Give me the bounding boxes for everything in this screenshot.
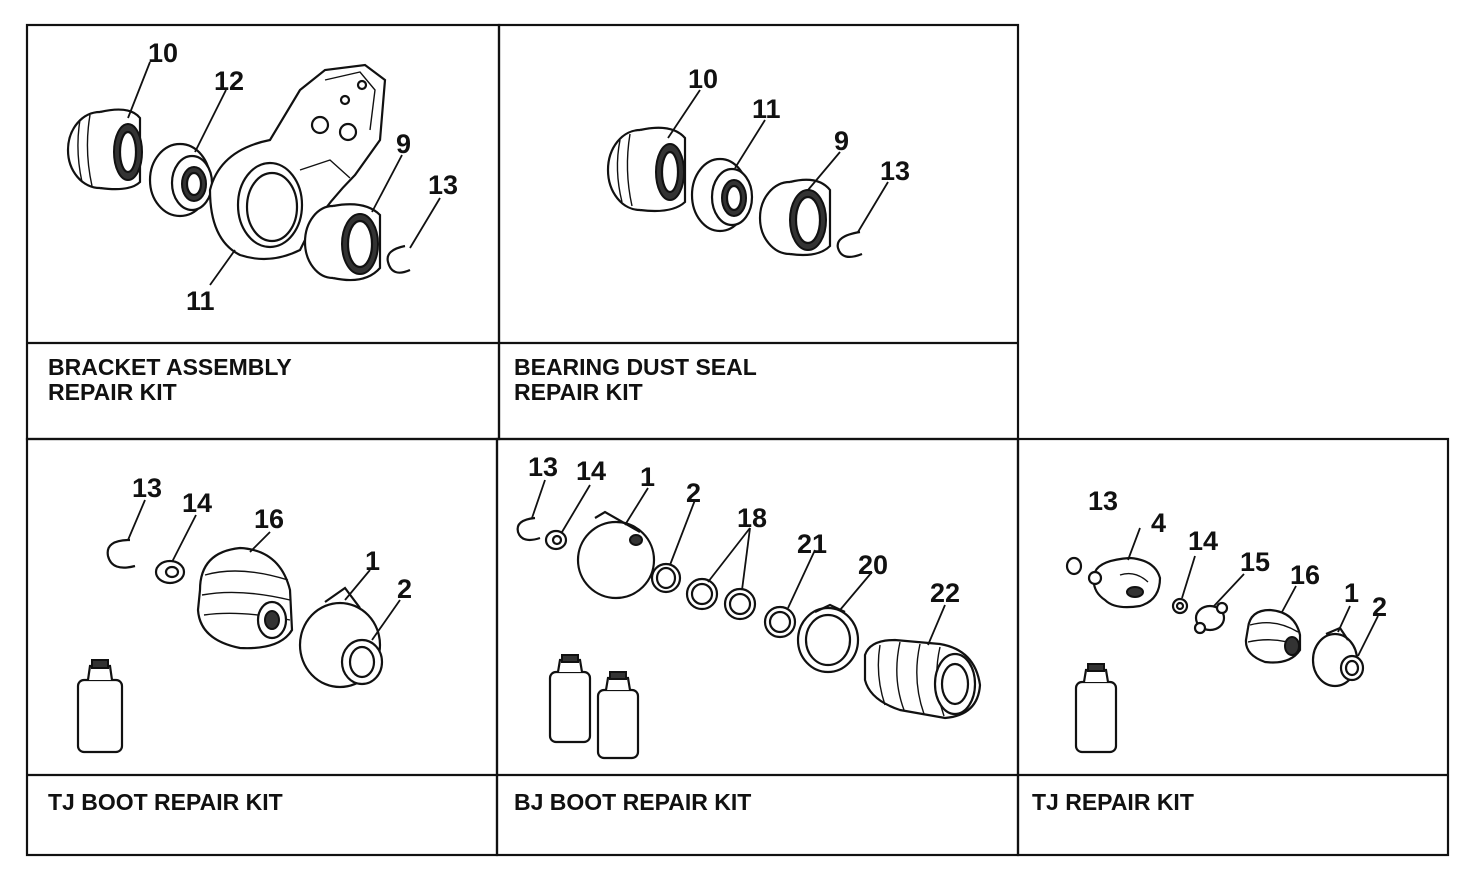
boot-illustration: [196, 546, 294, 650]
kit-title-line-1: BRACKET ASSEMBLY: [48, 354, 292, 380]
callout-washer-14: 14: [1188, 526, 1218, 556]
dust-seal-illustration: [606, 126, 687, 213]
washer-illustration: [1171, 597, 1189, 615]
washer-illustration: [154, 559, 186, 585]
callout-seal-9: 9: [396, 129, 411, 159]
callout-clamp-2: 2: [397, 574, 412, 604]
panel-frames: [25, 23, 1450, 857]
callout-circlip-13: 13: [428, 170, 458, 200]
bracket-illustration: [208, 63, 387, 261]
circlip-illustration: [836, 230, 863, 259]
kit-title: BJ BOOT REPAIR KIT: [514, 789, 751, 815]
snap-ring-illustration: [1065, 556, 1083, 576]
grease-bottle-1-illustration: [548, 654, 592, 744]
callout-snap-ring-13: 13: [1088, 486, 1118, 516]
kit-title-line-2: REPAIR KIT: [48, 379, 177, 405]
kit-title: TJ BOOT REPAIR KIT: [48, 789, 283, 815]
dust-seal-illustration: [66, 108, 143, 191]
kit-title: TJ REPAIR KIT: [1032, 789, 1194, 815]
bj-boot-illustration: [863, 638, 982, 720]
grease-bottle-illustration: [76, 659, 124, 754]
panel-bracket-assembly: 10 12 9 13 11 BRACKET ASSEMBLY REPAIR KI…: [48, 38, 458, 405]
panel-bearing-dust-seal: 10 11 9 13 BEARING DUST SEAL REPAIR KIT: [514, 64, 910, 405]
callout-seal-9: 9: [834, 126, 849, 156]
callout-band-2: 2: [686, 478, 701, 508]
leader-lines: [1127, 527, 1379, 657]
band-21-illustration: [763, 605, 797, 639]
outer-seal-illustration: [303, 203, 382, 282]
circlip-illustration: [516, 516, 541, 542]
band-18b-illustration: [723, 587, 757, 621]
callout-spider-15: 15: [1240, 547, 1270, 577]
outer-seal-illustration: [758, 178, 832, 257]
callout-boot-16: 16: [254, 504, 284, 534]
callout-band-1: 1: [640, 462, 655, 492]
callout-clamp-1: 1: [1344, 578, 1359, 608]
spider-illustration: [1193, 601, 1229, 635]
kit-title-line-2: REPAIR KIT: [514, 379, 643, 405]
boot-illustration: [1244, 608, 1302, 664]
panel-tj-repair: 13 4 14 15 16 1 2 TJ REPAIR KIT: [1032, 486, 1387, 815]
callout-bearing-12: 12: [214, 66, 244, 96]
callout-band-20: 20: [858, 550, 888, 580]
panel-bj-boot: 13 14 1 2 18 21 20 22 BJ BOOT REPAIR KIT: [514, 452, 982, 815]
leader-lines: [127, 499, 401, 641]
callout-washer-14: 14: [182, 488, 212, 518]
callout-clamp-2: 2: [1372, 592, 1387, 622]
leader-lines: [531, 479, 946, 646]
leader-lines: [667, 89, 889, 233]
panel-tj-boot: 13 14 16 1 2 TJ BOOT REPAIR KIT: [48, 473, 412, 815]
callout-boot-16: 16: [1290, 560, 1320, 590]
band-20-illustration: [796, 603, 860, 674]
joint-housing-illustration: [1087, 556, 1162, 609]
callout-dust-seal-10: 10: [688, 64, 718, 94]
bearing-illustration: [148, 142, 214, 218]
circlip-illustration: [106, 538, 136, 569]
circlip-illustration: [386, 244, 411, 274]
panel-tj-repair-frame: [1016, 437, 1450, 857]
grease-bottle-2-illustration: [596, 671, 640, 760]
bearing-illustration: [690, 157, 754, 233]
callout-circlip-13: 13: [132, 473, 162, 503]
callout-bearing-11: 11: [752, 94, 781, 124]
callout-joint-housing-4: 4: [1151, 508, 1166, 538]
kit-title-line-1: BEARING DUST SEAL: [514, 354, 757, 380]
leader-lines: [127, 61, 441, 286]
callout-boot-22: 22: [930, 578, 960, 608]
grease-bottle-illustration: [1074, 663, 1118, 754]
callout-circlip-13: 13: [880, 156, 910, 186]
small-clamp-illustration: [1339, 654, 1365, 682]
callout-dust-seal-10: 10: [148, 38, 178, 68]
callout-washer-14: 14: [576, 456, 606, 486]
band-18a-illustration: [685, 577, 719, 611]
callout-bracket-11: 11: [186, 286, 215, 316]
small-clamp-illustration: [340, 638, 384, 686]
washer-illustration: [544, 529, 568, 551]
callout-band-21: 21: [797, 529, 827, 559]
large-band-illustration: [576, 510, 656, 600]
callout-clamp-1: 1: [365, 546, 380, 576]
band-2-illustration: [650, 562, 682, 594]
callout-circlip-13: 13: [528, 452, 558, 482]
callout-band-18: 18: [737, 503, 767, 533]
